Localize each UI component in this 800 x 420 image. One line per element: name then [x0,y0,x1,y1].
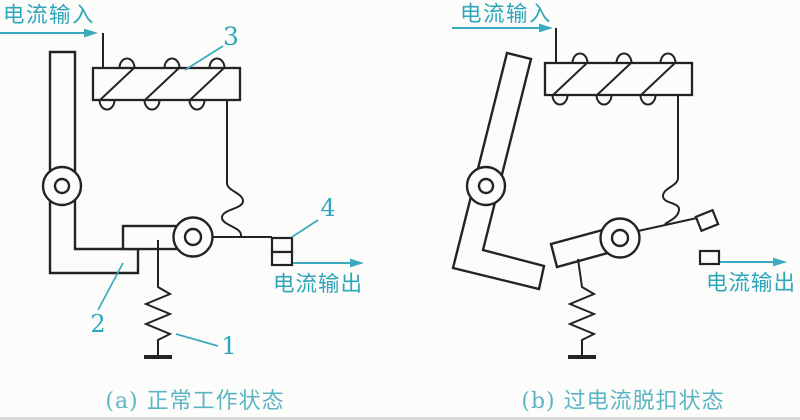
flexible-wire-b [661,95,680,225]
coil-windings-b [551,52,677,106]
current-output-label-a: 电流输出 [273,272,363,297]
current-output-arrowhead-b [773,257,787,267]
current-input-label-b: 电流输入 [460,2,552,27]
coil-windings-a [98,57,226,111]
part-label-spring: 1 [221,332,236,360]
caption-a: (a) 正常工作状态 [105,389,284,414]
diagram-a: 电流输入 电流输出 [0,3,364,414]
coil-core-a [91,66,242,102]
current-input-arrowhead-b [539,23,553,33]
diagram-b: 电流输入 电流输出 [451,2,796,414]
spring-a [143,240,173,357]
armature-pivot-pin-b [610,228,630,248]
lever-pivot-pin-a [53,177,71,195]
label-leader-lever [97,262,124,311]
caption-b: (b) 过电流脱扣状态 [521,389,724,414]
moving-contact-a [270,236,294,254]
flexible-wire-a [221,100,245,237]
label-leader-contact [291,219,319,238]
label-leader-coil [184,45,224,71]
contact-arm-b [637,217,698,232]
current-input-arrowhead-a [84,28,98,38]
bottom-edge-strip [0,417,800,420]
part-label-lever: 2 [90,310,105,338]
armature-pivot-pin-a [183,227,203,247]
fixed-contact-b [698,249,721,266]
part-label-contact: 4 [320,194,335,222]
moving-contact-b [694,208,720,233]
coil-a [91,57,242,111]
coil-b [543,52,694,106]
fixed-contact-a [270,250,294,267]
current-output-arrowhead-a [350,258,364,268]
current-output-label-b: 电流输出 [706,271,796,296]
lever-pivot-pin-b [477,177,495,195]
spring-b [567,258,597,357]
part-label-coil: 3 [223,22,239,51]
label-leader-spring [175,333,219,347]
current-input-label-a: 电流输入 [3,3,95,28]
